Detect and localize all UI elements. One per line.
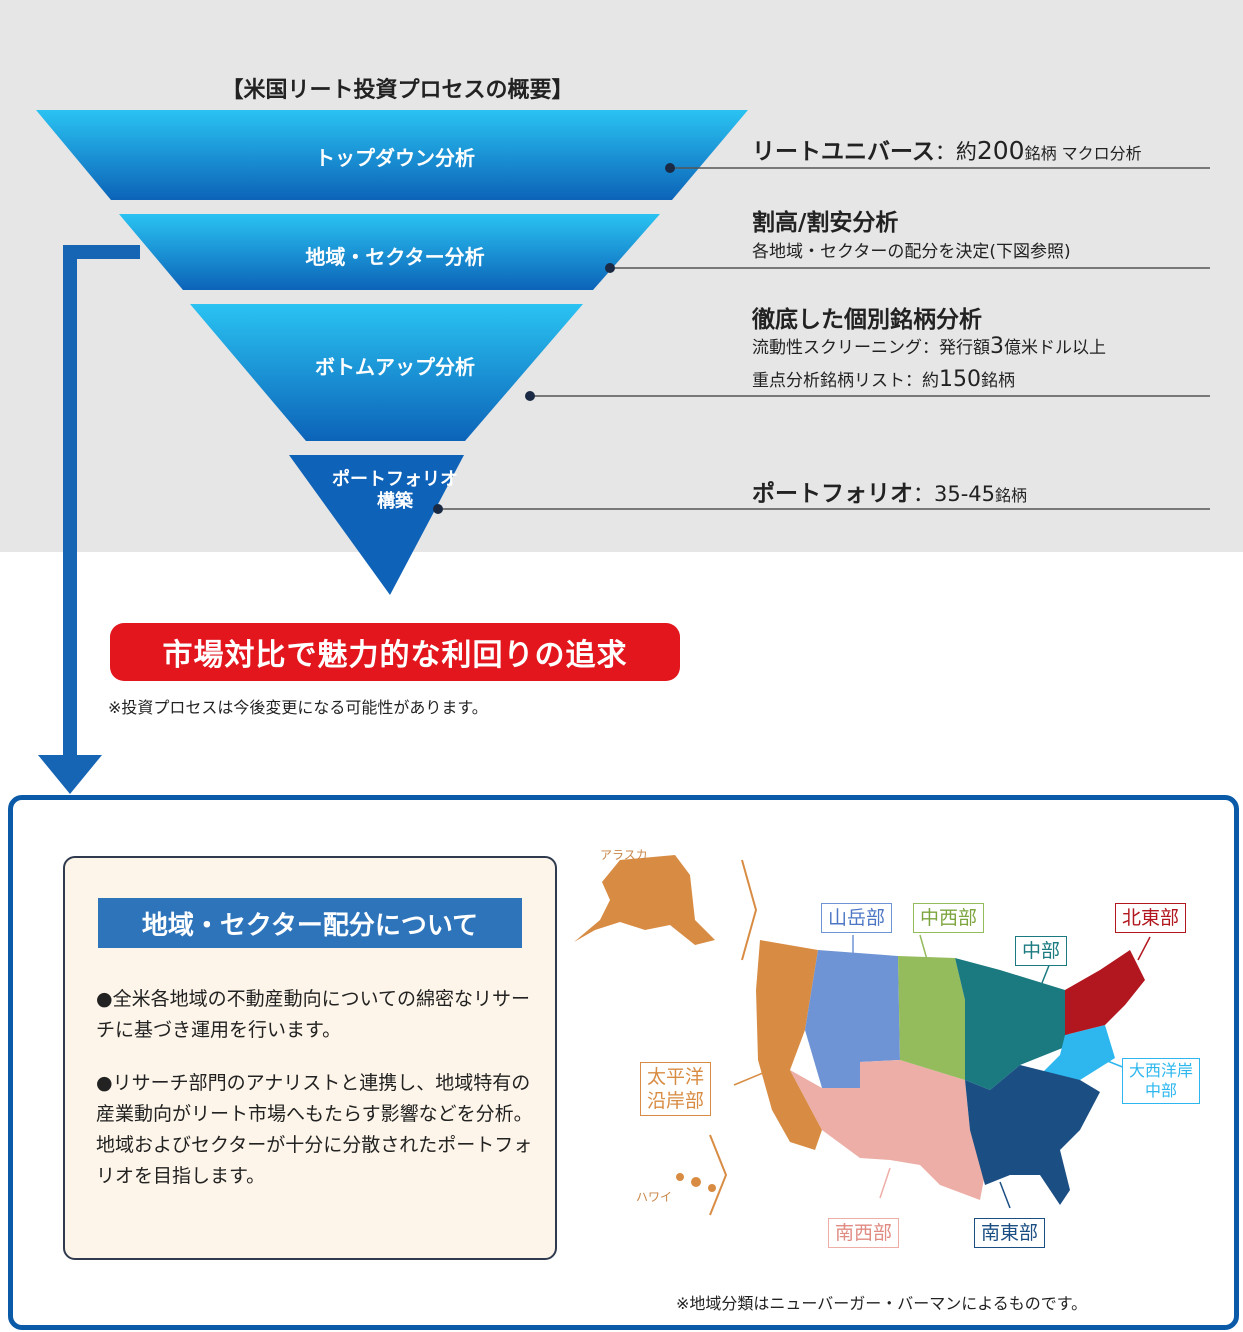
diagram-title: 【米国リート投資プロセスの概要】 — [221, 78, 574, 103]
annotation-universe-count: 200 — [976, 136, 1025, 165]
hawaii-callout — [709, 1134, 728, 1216]
annotation-valuation-sub: 各地域・セクターの配分を決定(下図参照) — [752, 242, 1071, 262]
connector-dot-2 — [605, 263, 615, 273]
funnel-band-bottom-up — [190, 304, 583, 441]
map-label-hawaii: ハワイ — [636, 1190, 673, 1204]
flow-arrow-head — [38, 755, 102, 794]
annotation-universe: リートユニバース：約200銘柄 マクロ分析 — [752, 132, 1142, 166]
annotation-focus-list-num: 150 — [939, 367, 981, 392]
annotation-universe-title: リートユニバース — [752, 139, 935, 165]
annotation-portfolio-title: ポートフォリオ — [752, 481, 913, 507]
map-hawaii-3 — [708, 1184, 716, 1192]
map-label-pacific: 太平洋 沿岸部 — [640, 1062, 712, 1116]
map-region-southwest — [790, 1060, 990, 1200]
alaska-callout — [741, 859, 758, 961]
map-region-central — [955, 958, 1070, 1090]
pointer-atlantic — [1099, 1057, 1126, 1069]
map-region-northeast — [1065, 950, 1145, 1035]
map-label-midwest: 中西部 — [913, 903, 985, 933]
annotation-universe-sep: ：約 — [934, 140, 977, 164]
funnel-label-top-down: トップダウン分析 — [315, 146, 475, 170]
funnel-label-portfolio-line1: ポートフォリオ — [332, 469, 458, 490]
annotation-liquidity-post: 億米ドル以上 — [1004, 338, 1106, 358]
allocation-info-paragraph-2: ●リサーチ部門のアナリストと連携し、地域特有の産業動向がリート市場へもたらす影響… — [96, 1072, 533, 1187]
map-label-alaska: アラスカ — [600, 848, 648, 862]
annotation-focus-list: 重点分析銘柄リスト：約150銘柄 — [752, 366, 1015, 392]
pointer-midwest — [919, 934, 931, 971]
map-label-atlantic: 大西洋岸 中部 — [1122, 1058, 1201, 1104]
map-region-atlantic — [1040, 1025, 1115, 1080]
funnel-band-region-sector — [119, 214, 660, 290]
pointer-southwest — [879, 1167, 891, 1199]
map-hawaii-1 — [676, 1173, 684, 1181]
map-label-northeast: 北東部 — [1115, 903, 1187, 933]
annotation-focus-list-post: 銘柄 — [981, 371, 1015, 391]
annotation-universe-rest: 銘柄 マクロ分析 — [1024, 144, 1142, 163]
map-hawaii-2 — [691, 1177, 701, 1187]
allocation-info-paragraph-1: ●全米各地域の不動産動向についての綿密なリサーチに基づき運用を行います。 — [96, 988, 531, 1041]
pointer-pacific — [733, 1069, 771, 1086]
map-label-pacific-line2: 沿岸部 — [647, 1090, 705, 1112]
funnel-label-bottom-up: ボトムアップ分析 — [315, 355, 475, 379]
map-label-pacific-line1: 太平洋 — [647, 1066, 705, 1088]
yield-banner: 市場対比で魅力的な利回りの追求 — [110, 623, 680, 681]
map-disclaimer: ※地域分類はニューバーガー・バーマンによるものです。 — [676, 1294, 1088, 1313]
connector-dot-3 — [525, 391, 535, 401]
funnel-band-portfolio — [289, 455, 464, 595]
connector-dot-4 — [433, 504, 443, 514]
annotation-liquidity: 流動性スクリーニング：発行額3億米ドル以上 — [752, 333, 1106, 359]
annotation-liquidity-num: 3 — [990, 334, 1004, 359]
us-region-map — [574, 855, 1151, 1216]
map-region-midwest — [898, 956, 965, 1080]
annotation-liquidity-pre: 流動性スクリーニング：発行額 — [752, 338, 990, 358]
map-label-southeast: 南東部 — [974, 1218, 1046, 1248]
map-label-central: 中部 — [1015, 936, 1068, 966]
map-label-southwest: 南西部 — [828, 1218, 900, 1248]
process-disclaimer: ※投資プロセスは今後変更になる可能性があります。 — [108, 698, 488, 717]
funnel-diagram — [36, 110, 1210, 794]
map-label-mountain: 山岳部 — [821, 903, 893, 933]
pointer-central — [1039, 962, 1051, 989]
annotation-portfolio: ポートフォリオ：35-45銘柄 — [752, 474, 1027, 508]
map-alaska — [574, 855, 715, 945]
map-region-southeast — [965, 1065, 1100, 1205]
map-region-mountain — [805, 950, 900, 1088]
pointer-southeast — [999, 1181, 1011, 1209]
annotation-portfolio-range: ：35-45 — [913, 482, 996, 506]
map-region-pacific — [756, 940, 822, 1150]
map-label-atlantic-line1: 大西洋岸 — [1129, 1061, 1194, 1080]
flow-arrow-line — [63, 245, 140, 758]
funnel-label-region-sector: 地域・セクター分析 — [305, 245, 485, 269]
allocation-info-title: 地域・セクター配分について — [98, 898, 522, 948]
annotation-portfolio-unit: 銘柄 — [995, 486, 1028, 505]
annotation-stock-analysis-title: 徹底した個別銘柄分析 — [752, 307, 982, 333]
connector-dot-1 — [665, 163, 675, 173]
funnel-label-portfolio-line2: 構築 — [377, 491, 413, 512]
map-label-atlantic-line2: 中部 — [1145, 1081, 1178, 1100]
funnel-label-portfolio: ポートフォリオ 構築 — [300, 469, 490, 513]
annotation-valuation-title: 割高/割安分析 — [752, 210, 899, 236]
funnel-band-top-down — [36, 110, 748, 200]
pointer-northeast — [1137, 936, 1151, 961]
annotation-focus-list-pre: 重点分析銘柄リスト：約 — [752, 371, 939, 391]
